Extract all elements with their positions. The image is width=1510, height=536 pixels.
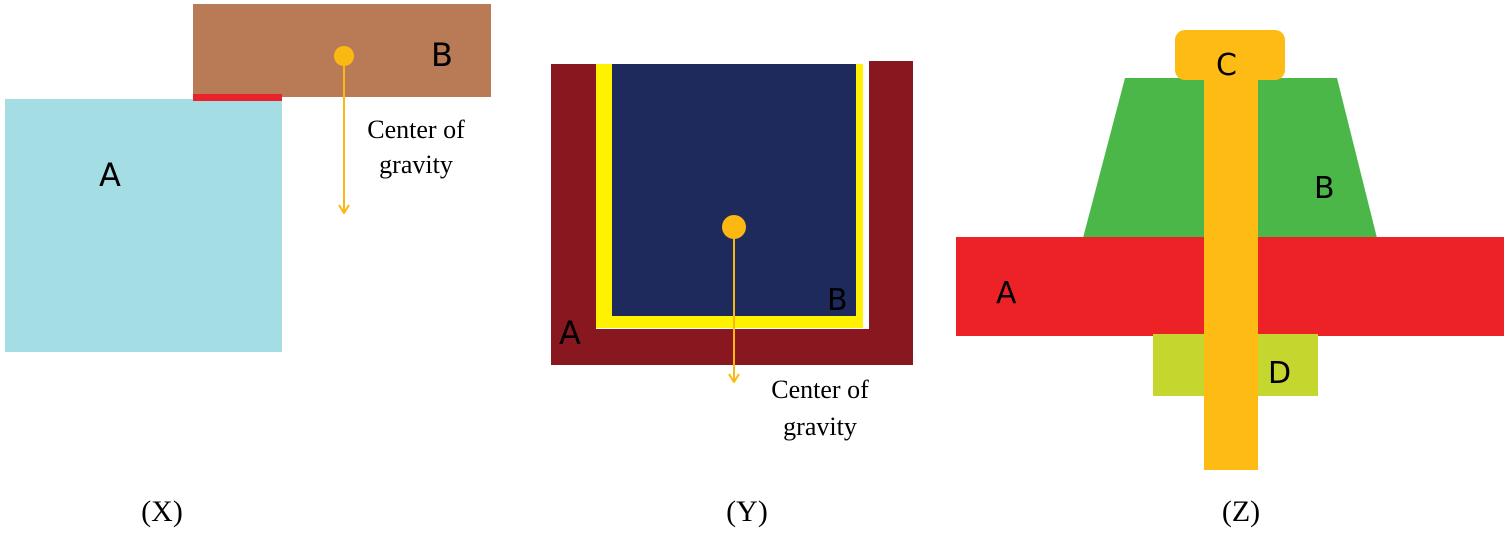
z-bolt-head-c (1175, 30, 1285, 80)
x-contact-strip (193, 94, 282, 101)
y-container-a-base (551, 329, 913, 365)
panel-x: A B Center of gravity (X) (5, 4, 491, 528)
y-label-a: A (559, 314, 581, 352)
x-label-a: A (99, 156, 121, 194)
z-label-a: A (996, 276, 1017, 311)
y-container-a-left-wall (551, 64, 596, 365)
y-liner-bottom (596, 316, 862, 328)
z-label-d: D (1268, 356, 1291, 391)
panel-z: C B A D (Z) (956, 30, 1504, 528)
x-cog-label-line2: gravity (379, 150, 453, 179)
y-cog-label-line1: Center of (771, 375, 869, 404)
x-label-b: B (431, 36, 453, 74)
y-liner-left (596, 64, 612, 328)
y-cog-label-line2: gravity (783, 412, 857, 441)
y-liner-right (856, 64, 863, 328)
z-bolt-shaft (1204, 72, 1258, 470)
z-label-c: C (1216, 48, 1237, 83)
y-center-of-gravity-dot (722, 215, 746, 239)
z-caption: (Z) (1222, 495, 1260, 528)
x-center-of-gravity-dot (334, 46, 354, 66)
z-label-b: B (1314, 171, 1335, 206)
x-cog-label-line1: Center of (367, 115, 465, 144)
y-label-b: B (827, 283, 848, 318)
x-block-a (5, 99, 282, 352)
panel-y: A B Center of gravity (Y) (551, 61, 913, 528)
y-container-a-right-wall (869, 61, 913, 365)
y-caption: (Y) (726, 495, 768, 528)
x-caption: (X) (141, 495, 183, 528)
